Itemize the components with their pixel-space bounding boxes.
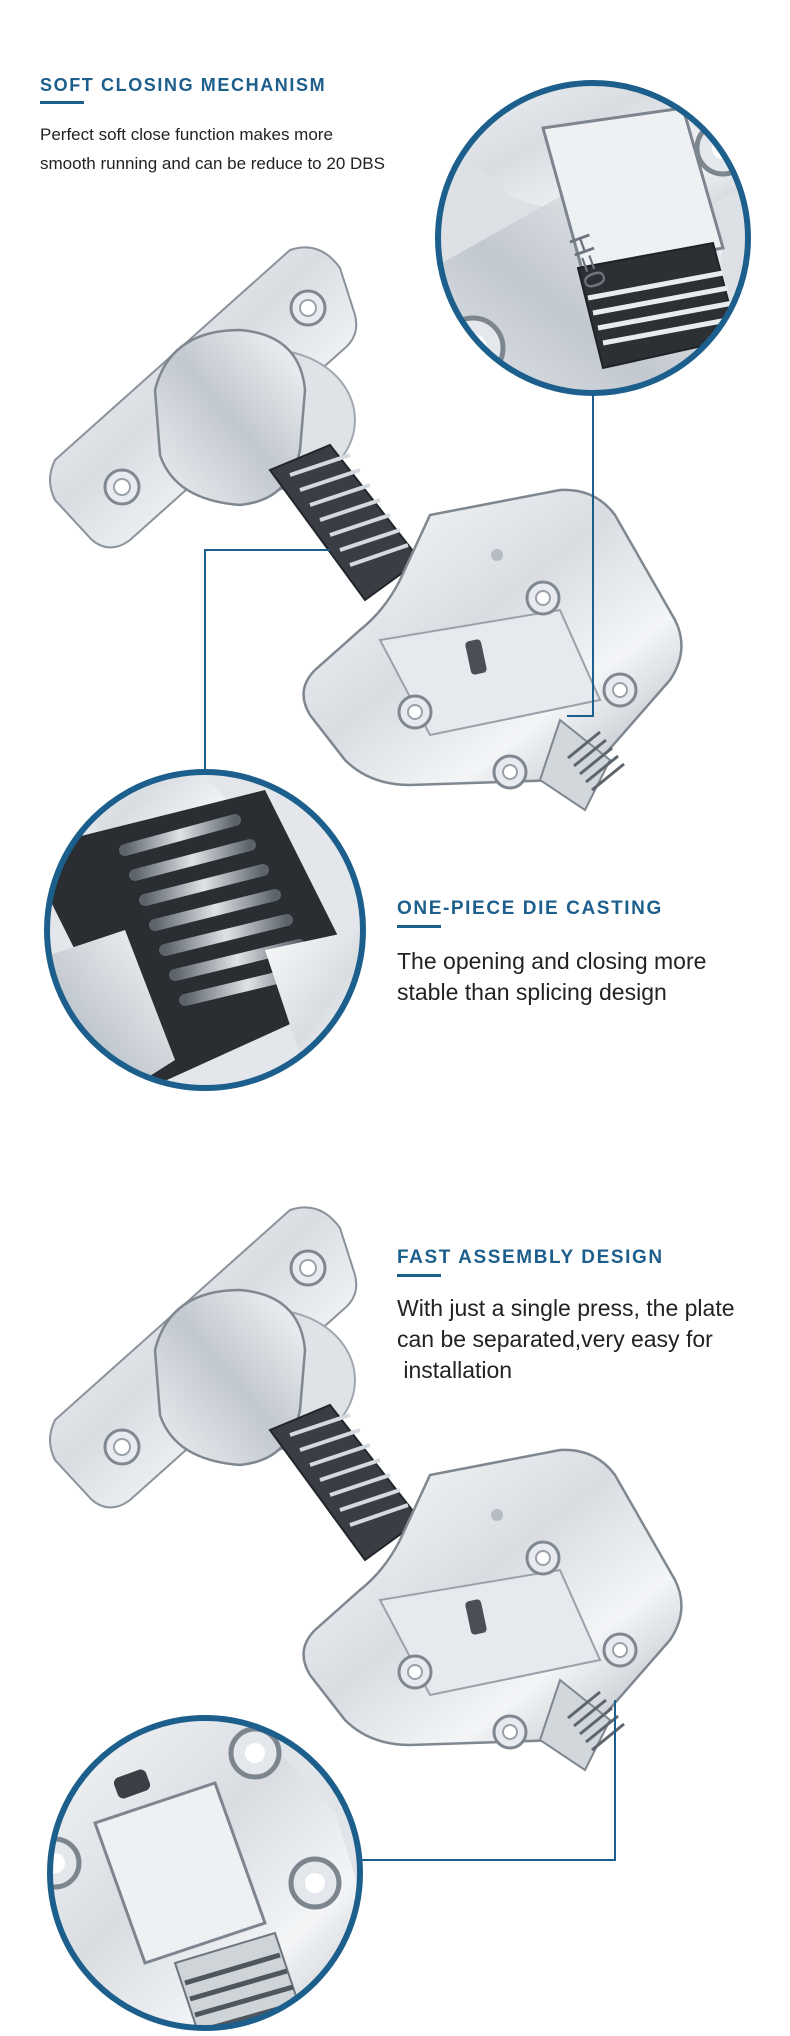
heading-underline [397,1274,441,1277]
feature-fast-assembly: FAST ASSEMBLY DESIGN With just a single … [397,1247,735,1386]
detail-circle-fast-assembly [47,1715,363,2031]
feature-die-casting: ONE-PIECE DIE CASTING The opening and cl… [397,898,706,1008]
heading-underline [397,925,441,928]
description-line: smooth running and can be reduce to 20 D… [40,154,385,173]
callout-line-fast-assembly [360,1700,616,1861]
feature-description: With just a single press, the plate can … [397,1293,735,1386]
callout-line-die-casting [204,549,330,772]
feature-heading: FAST ASSEMBLY DESIGN [397,1247,664,1268]
feature-heading: SOFT CLOSING MECHANISM [40,75,327,95]
feature-description: The opening and closing more stable than… [397,946,706,1008]
feature-heading: ONE-PIECE DIE CASTING [397,898,663,919]
heading-underline [40,101,84,104]
description-line: installation [397,1357,513,1383]
callout-line-soft-closing [567,393,594,717]
description-line: The opening and closing more [397,948,707,974]
detail-circle-die-casting [44,769,366,1091]
description-line: can be separated,very easy for [397,1326,713,1352]
detail-circle-soft-closing: H=0 [435,80,751,396]
description-line: stable than splicing design [397,979,667,1005]
description-line: Perfect soft close function makes more [40,125,333,144]
description-line: With just a single press, the plate [397,1295,735,1321]
feature-soft-closing: SOFT CLOSING MECHANISM Perfect soft clos… [40,75,385,178]
feature-description: Perfect soft close function makes more s… [40,120,385,178]
